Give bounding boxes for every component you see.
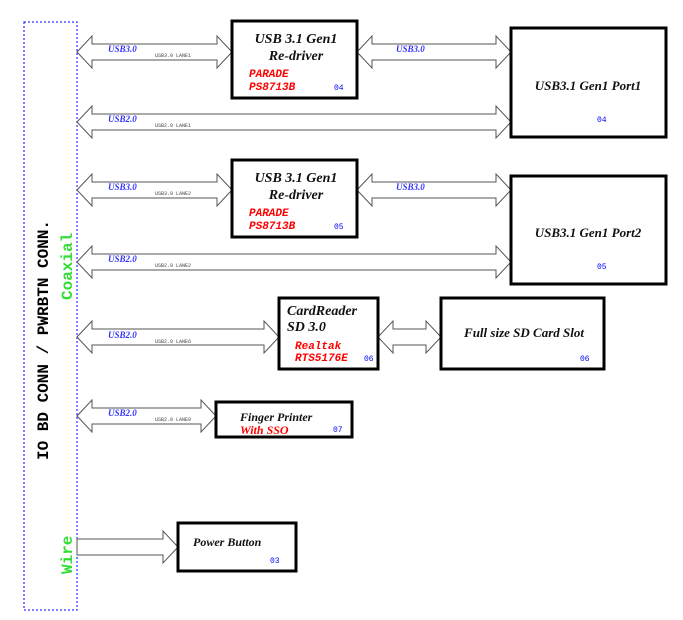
- lane-label: USB3.0 LANE1: [155, 53, 191, 59]
- bus-label: USB3.0: [108, 182, 137, 192]
- bus-label: USB3.0: [108, 44, 137, 54]
- usb30-port2-arrow: [356, 172, 512, 208]
- redriver-2-block: USB 3.1 Gen1 Re-driver PARADE PS8713B 05: [230, 158, 359, 239]
- redriver-1-vendor: PARADE: [249, 69, 289, 81]
- bus-label: USB2.0: [108, 254, 137, 264]
- redriver-2-title: USB 3.1 Gen1: [255, 171, 338, 186]
- sd-slot-page: 06: [580, 355, 590, 364]
- redriver-1-title: USB 3.1 Gen1: [255, 32, 338, 47]
- cardreader-vendor: Realtak: [295, 341, 342, 353]
- redriver-2-page: 05: [334, 223, 344, 232]
- cardreader-block: CardReader SD 3.0 Realtak RTS5176E 06: [277, 296, 380, 371]
- bus-label: USB2.0: [108, 408, 137, 418]
- redriver-1-subtitle: Re-driver: [268, 49, 324, 64]
- redriver-1-block: USB 3.1 Gen1 Re-driver PARADE PS8713B 04: [230, 19, 359, 100]
- usb30-port1-arrow: [356, 34, 512, 70]
- lane-label: USB3.0 LANE2: [155, 191, 191, 197]
- usb20-lane1-arrow: [76, 104, 512, 140]
- port-1-block: USB3.1 Gen1 Port1 04: [509, 26, 668, 139]
- lane-label: USB2.0 LANE2: [155, 263, 191, 269]
- power-button-title: Power Button: [193, 535, 262, 549]
- redriver-2-vendor: PARADE: [249, 208, 289, 220]
- sd-slot-title: Full size SD Card Slot: [463, 325, 584, 340]
- finger-printer-page: 07: [333, 426, 343, 435]
- bus-label: USB3.0: [396, 182, 425, 192]
- coaxial-label: Coaxial: [59, 233, 77, 300]
- power-button-arrow: [76, 529, 179, 565]
- usb30-lane1-arrow: [76, 34, 233, 70]
- cardreader-page: 06: [364, 355, 374, 364]
- lane-label: USB2.0 LANE6: [155, 339, 191, 345]
- wire-label: Wire: [59, 536, 77, 574]
- bus-label: USB3.0: [396, 44, 425, 54]
- port-2-block: USB3.1 Gen1 Port2 05: [509, 174, 668, 286]
- usb20-lane2-arrow: [76, 244, 512, 280]
- cardreader-title: CardReader: [287, 304, 358, 319]
- lane-label: USB2.0 LANE9: [155, 417, 191, 423]
- port-2-title: USB3.1 Gen1 Port2: [535, 225, 642, 240]
- power-button-page: 03: [270, 557, 280, 566]
- usb30-lane2-arrow: [76, 172, 233, 208]
- redriver-2-subtitle: Re-driver: [268, 188, 324, 203]
- redriver-1-part: PS8713B: [249, 82, 296, 94]
- sd-slot-block: Full size SD Card Slot 06: [439, 296, 606, 371]
- lane-label: USB2.0 LANE1: [155, 123, 191, 129]
- connector-label: IO BD CONN / PWRBTN CONN.: [35, 220, 53, 460]
- finger-printer-title: Finger Printer: [239, 410, 313, 424]
- cardreader-subtitle: SD 3.0: [287, 320, 326, 335]
- usb20-lane9-arrow: [76, 398, 217, 434]
- cardreader-part: RTS5176E: [295, 353, 348, 365]
- sd-slot-arrow: [377, 319, 442, 355]
- port-2-page: 05: [597, 263, 607, 272]
- port-1-page: 04: [597, 116, 607, 125]
- connector-box: [23, 21, 78, 611]
- finger-printer-sub: With SSO: [240, 423, 289, 437]
- redriver-1-page: 04: [334, 84, 344, 93]
- redriver-2-part: PS8713B: [249, 221, 296, 233]
- bus-label: USB2.0: [108, 330, 137, 340]
- bus-label: USB2.0: [108, 114, 137, 124]
- power-button-block: Power Button 03: [176, 521, 298, 573]
- finger-printer-block: Finger Printer With SSO 07: [214, 400, 354, 439]
- port-1-title: USB3.1 Gen1 Port1: [535, 78, 642, 93]
